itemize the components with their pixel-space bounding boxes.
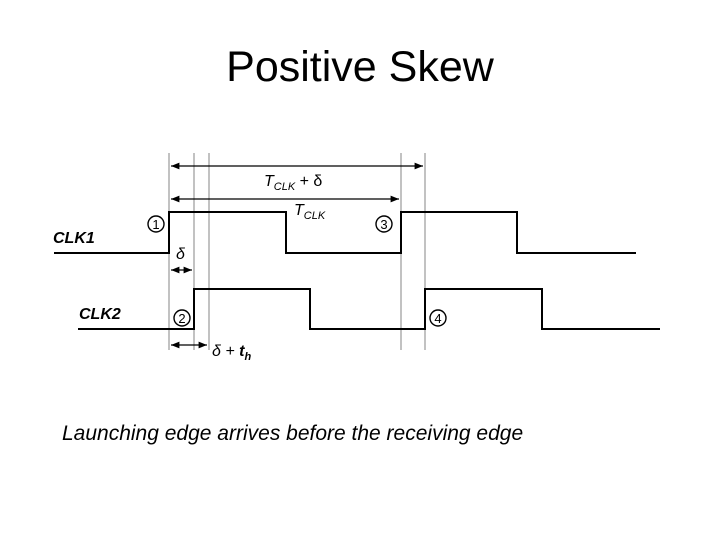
skew-label: δ <box>176 246 186 263</box>
edge-marker-2-number: 2 <box>178 311 185 326</box>
edge-marker-1-number: 1 <box>152 217 159 232</box>
period-label: TCLK <box>294 202 326 222</box>
edge-marker-1: 1 <box>147 215 165 233</box>
edge-marker-4-number: 4 <box>434 311 441 326</box>
clk2-label: CLK2 <box>79 306 121 323</box>
clk2-waveform <box>78 288 660 330</box>
edge-marker-3-number: 3 <box>380 217 387 232</box>
clk1-label: CLK1 <box>53 230 95 247</box>
clk1-waveform <box>54 211 636 254</box>
skew-plus-hold-label: δ + th <box>212 343 251 363</box>
period-plus-skew-label: TCLK + δ <box>264 173 322 193</box>
slide-caption: Launching edge arrives before the receiv… <box>62 422 524 445</box>
edge-marker-2: 2 <box>173 309 191 327</box>
slide-title: Positive Skew <box>226 43 494 91</box>
edge-marker-3: 3 <box>375 215 393 233</box>
edge-marker-4: 4 <box>429 309 447 327</box>
